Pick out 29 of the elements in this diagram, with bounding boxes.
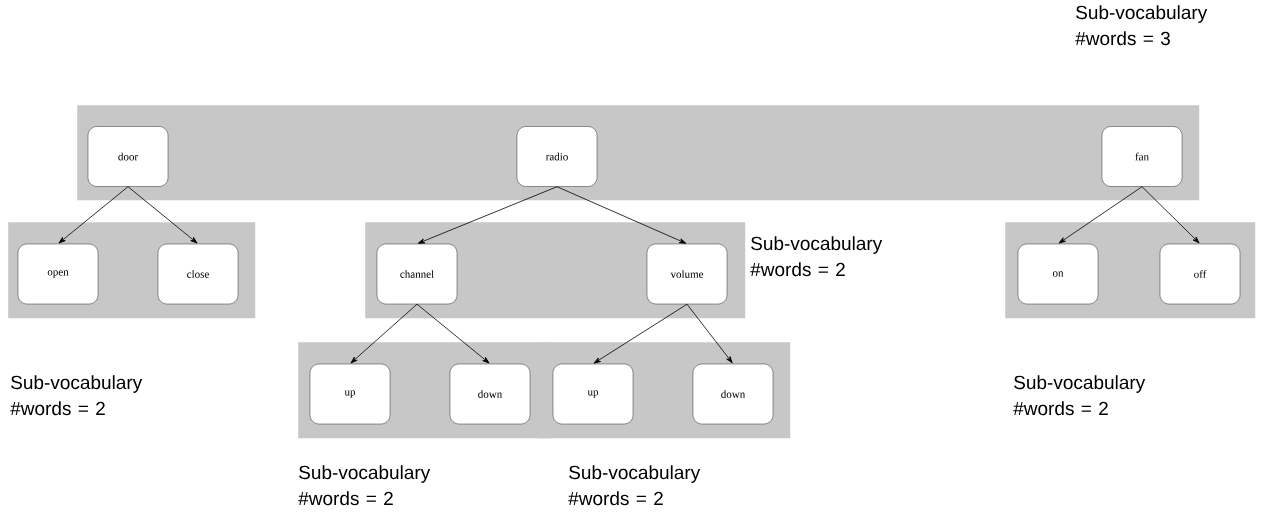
word-box: down <box>449 363 531 425</box>
arrow <box>556 186 687 244</box>
word-box: open <box>17 243 99 305</box>
word-box: off <box>1159 243 1241 305</box>
word-box: on <box>1017 243 1099 305</box>
word-box: radio <box>516 126 598 187</box>
arrow <box>1058 186 1143 244</box>
band-label: Sub-vocabulary #words = 2 <box>298 465 431 506</box>
arrow <box>416 303 490 364</box>
word-box: volume <box>646 243 728 305</box>
band-label: Sub-vocabulary #words = 3 <box>1075 5 1208 46</box>
word-box: fan <box>1101 126 1183 187</box>
arrow <box>58 186 129 244</box>
arrow <box>686 303 733 364</box>
word-box: up <box>552 363 634 425</box>
arrow <box>593 303 688 364</box>
word-box: up <box>309 363 391 425</box>
arrow <box>350 303 418 364</box>
arrow <box>127 186 198 244</box>
word-box: down <box>692 363 774 425</box>
arrow <box>1141 186 1200 244</box>
band-label: Sub-vocabulary #words = 2 <box>10 375 143 416</box>
word-box: channel <box>376 243 458 305</box>
band-label: Sub-vocabulary #words = 2 <box>1013 375 1146 416</box>
band-label: Sub-vocabulary #words = 2 <box>750 236 883 277</box>
arrow <box>417 186 558 244</box>
word-box: close <box>157 243 239 305</box>
word-box: door <box>87 126 169 187</box>
band-label: Sub-vocabulary #words = 2 <box>568 465 701 506</box>
